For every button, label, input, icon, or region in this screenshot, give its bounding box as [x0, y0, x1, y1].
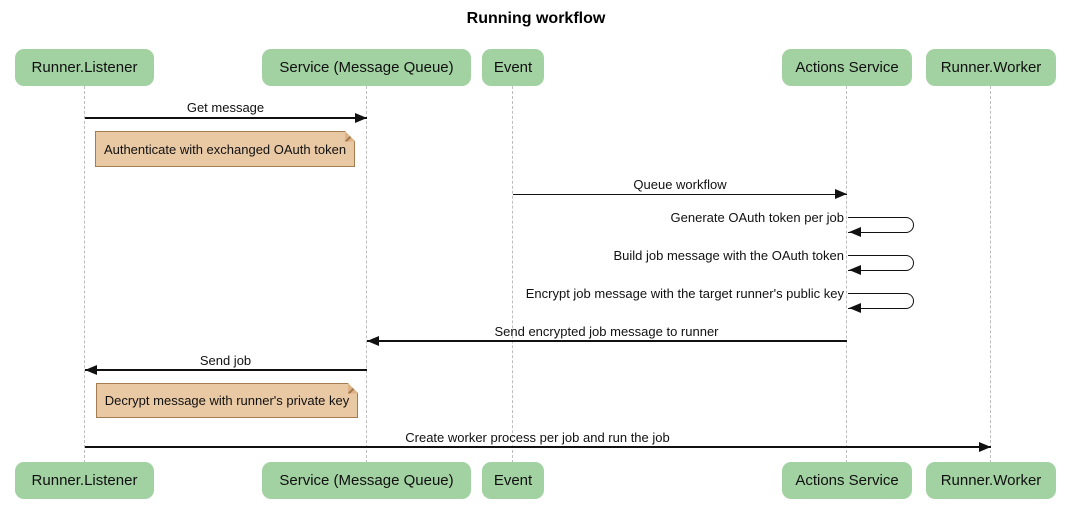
message-get-message-arrowhead: [354, 112, 367, 123]
actor-event-bottom: Event: [482, 462, 544, 499]
actor-actions-service-bottom: Actions Service: [782, 462, 912, 499]
message-create-worker-arrowhead: [979, 441, 991, 452]
message-create-worker-label: Create worker process per job and run th…: [405, 429, 670, 445]
message-queue-workflow-label: Queue workflow: [633, 176, 727, 192]
message-create-worker-line: [84, 446, 991, 448]
actor-service-message-queue-top: Service (Message Queue): [262, 49, 471, 86]
note-authenticate-label: Authenticate with exchanged OAuth token: [103, 141, 347, 157]
message-send-encrypted-label: Send encrypted job message to runner: [494, 323, 719, 339]
message-send-encrypted-line: [366, 340, 847, 342]
self-loop-encrypt-job-arrowhead: [849, 303, 861, 313]
message-encrypt-job-label: Encrypt job message with the target runn…: [525, 285, 844, 301]
self-loop-generate-oauth: [847, 217, 914, 233]
message-queue-workflow-arrowhead: [835, 188, 847, 199]
message-build-job-label: Build job message with the OAuth token: [613, 247, 844, 263]
message-send-job-line: [84, 369, 367, 371]
message-generate-oauth-label: Generate OAuth token per job: [670, 209, 844, 225]
note-decrypt: Decrypt message with runner's private ke…: [96, 383, 358, 418]
lifeline-runner-listener: [83, 86, 85, 463]
actor-runner-listener-bottom: Runner.Listener: [15, 462, 154, 499]
actor-event-top: Event: [482, 49, 544, 86]
message-get-message-label: Get message: [186, 100, 265, 115]
note-authenticate: Authenticate with exchanged OAuth token: [95, 131, 355, 167]
actor-runner-listener-top: Runner.Listener: [15, 49, 154, 86]
diagram-title: Running workflow: [466, 10, 606, 27]
lifeline-event: [512, 86, 514, 463]
lifeline-actions-service: [846, 86, 848, 463]
message-queue-workflow-line: [513, 193, 847, 195]
message-send-job-label: Send job: [199, 352, 252, 368]
actor-service-message-queue-bottom: Service (Message Queue): [262, 462, 471, 499]
self-loop-build-job-arrowhead: [849, 265, 861, 275]
message-get-message-line: [84, 117, 367, 119]
self-loop-encrypt-job: [847, 293, 914, 309]
actor-runner-worker-bottom: Runner.Worker: [926, 462, 1056, 499]
message-send-encrypted-arrowhead: [366, 335, 379, 346]
lifeline-service-message-queue: [365, 86, 367, 463]
actor-runner-worker-top: Runner.Worker: [926, 49, 1056, 86]
self-loop-generate-oauth-arrowhead: [849, 227, 861, 237]
note-fold-icon: [345, 131, 356, 142]
note-fold-icon: [348, 383, 359, 394]
note-decrypt-label: Decrypt message with runner's private ke…: [104, 393, 350, 408]
self-loop-build-job: [847, 255, 914, 271]
lifeline-runner-worker: [990, 86, 992, 463]
actor-actions-service-top: Actions Service: [782, 49, 912, 86]
message-send-job-arrowhead: [84, 364, 97, 375]
